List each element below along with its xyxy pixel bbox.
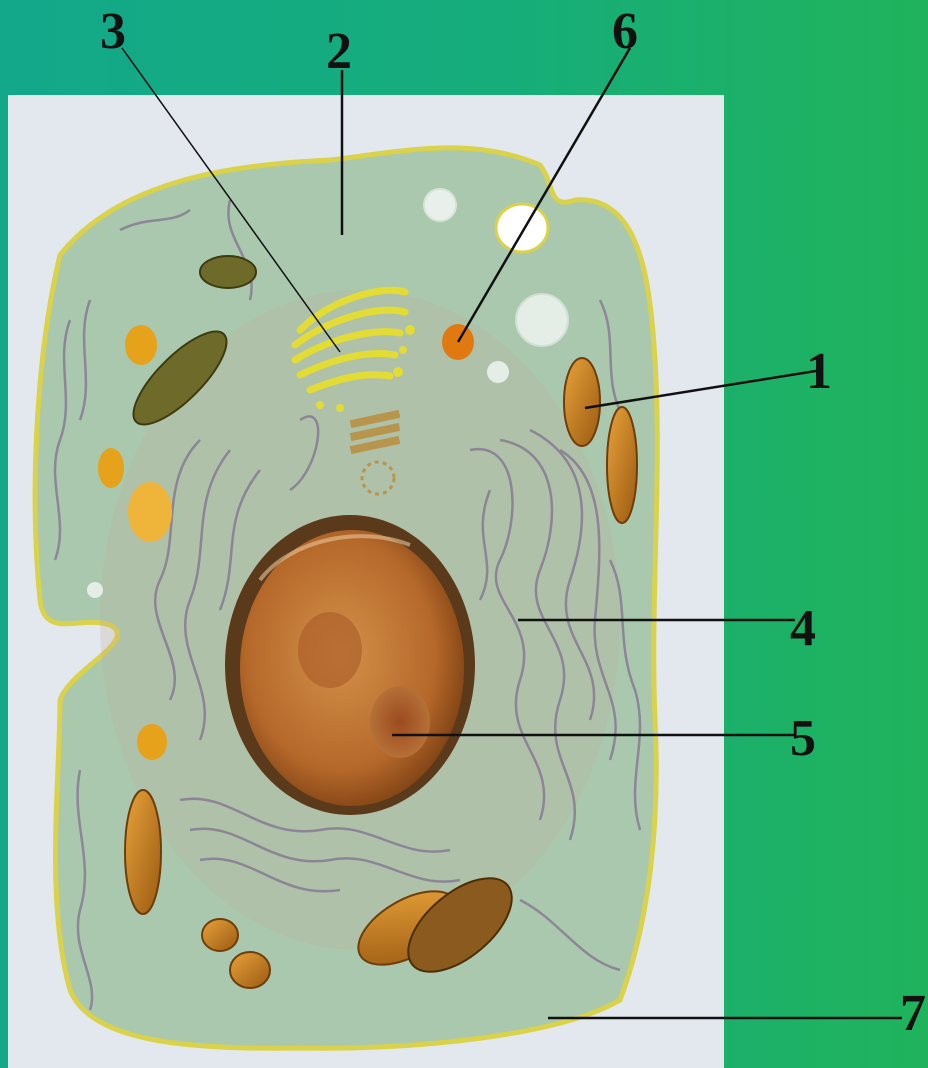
- label-6: 6: [612, 3, 638, 60]
- nucleolus-icon: [370, 686, 430, 758]
- vacuole: [487, 361, 509, 383]
- label-4: 4: [790, 600, 816, 657]
- vacuole: [496, 204, 548, 252]
- label-1: 1: [806, 343, 832, 400]
- vacuole: [516, 294, 568, 346]
- label-5: 5: [790, 710, 816, 767]
- nucleus-icon: [225, 515, 475, 815]
- label-7: 7: [900, 985, 926, 1042]
- label-2: 2: [326, 23, 352, 80]
- vacuole: [424, 189, 456, 221]
- vacuole: [87, 582, 103, 598]
- label-3: 3: [100, 3, 126, 60]
